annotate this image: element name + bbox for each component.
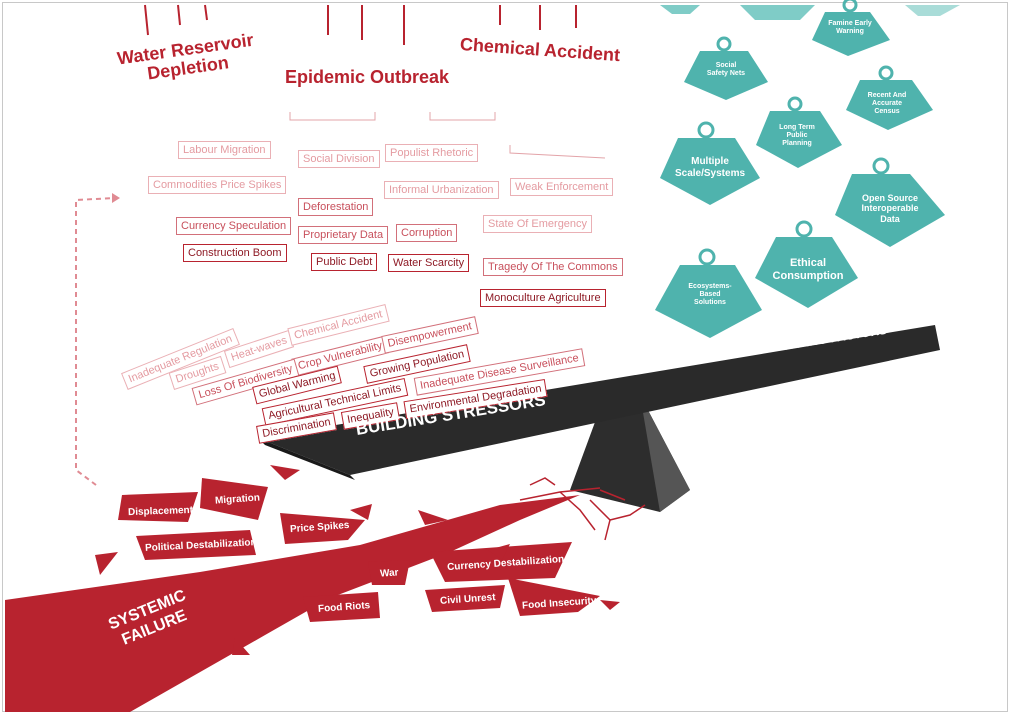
feedback-arrowhead — [112, 193, 120, 203]
feedback-arrow — [75, 197, 116, 486]
tag-public-debt: Public Debt — [311, 253, 378, 271]
tag-labour-migration: Labour Migration — [178, 141, 271, 159]
tag-corruption: Corruption — [396, 224, 458, 242]
weight-social-safety-nets: Social Safety Nets — [706, 62, 746, 78]
weight-famine-early-warning: Famine Early Warning — [828, 20, 872, 36]
fulcrum-face — [640, 395, 690, 512]
seesaw-beam — [258, 325, 940, 475]
weight-long-term-public-planning: Long Term Public Planning — [779, 124, 815, 148]
seesaw-beam-edge — [258, 438, 355, 480]
tag-social-division: Social Division — [298, 150, 380, 168]
header-epidemic-outbreak: Epidemic Outbreak — [285, 67, 450, 87]
faint-brackets — [289, 112, 606, 159]
weight-multiple-scale-systems: Multiple Scale/Systems — [674, 156, 746, 179]
systemic-failure-wedge — [5, 495, 580, 712]
weight-ecosystems-based-solutions: Ecosystems- Based Solutions — [688, 283, 732, 307]
tag-monoculture-agriculture: Monoculture Agriculture — [480, 289, 606, 307]
top-tick-lines — [144, 4, 577, 45]
weight-open-source-data: Open Source Interoperable Data — [861, 193, 919, 224]
tag-proprietary-data: Proprietary Data — [298, 226, 389, 244]
tag-commodities-price-spikes: Commodities Price Spikes — [148, 176, 287, 194]
weight-recent-accurate-census: Recent And Accurate Census — [867, 92, 907, 116]
tag-weak-enforcement: Weak Enforcement — [510, 178, 614, 196]
weight-ethical-consumption: Ethical Consumption — [772, 257, 844, 282]
failure-shards — [95, 465, 620, 655]
failure-displacement: Displacement — [127, 504, 194, 519]
tag-construction-boom: Construction Boom — [183, 244, 287, 262]
tag-currency-speculation: Currency Speculation — [176, 217, 292, 235]
tag-populist-rhetoric: Populist Rhetoric — [385, 144, 479, 162]
tag-deforestation: Deforestation — [298, 198, 374, 216]
failure-war: War — [379, 567, 399, 580]
teal-weights — [655, 0, 960, 338]
tag-informal-urbanization: Informal Urbanization — [384, 181, 499, 199]
tag-water-scarcity: Water Scarcity — [388, 254, 470, 272]
tag-tragedy-of-the-commons: Tragedy Of The Commons — [483, 258, 623, 276]
tag-state-of-emergency: State Of Emergency — [483, 215, 593, 233]
